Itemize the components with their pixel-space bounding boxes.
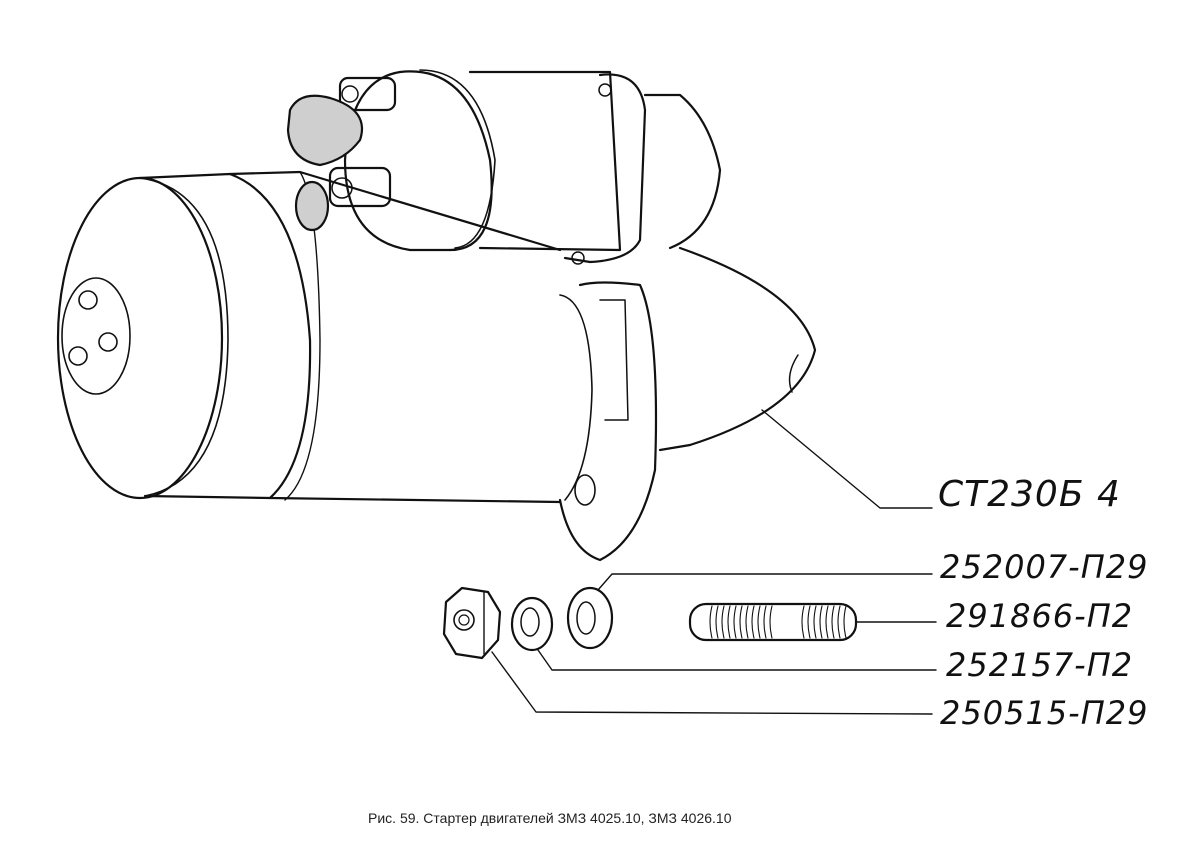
figure-caption: Рис. 59. Стартер двигателей ЗМЗ 4025.10,… bbox=[368, 810, 732, 826]
part-label-nut: 250515-П29 bbox=[940, 694, 1149, 732]
threaded-stud-icon bbox=[688, 602, 858, 642]
leader-lines bbox=[491, 573, 937, 715]
part-label-stud: 291866-П2 bbox=[946, 597, 1134, 635]
drive-housing bbox=[558, 93, 817, 562]
part-label-spring-washer: 252157-П2 bbox=[946, 646, 1134, 684]
leader-assembly bbox=[761, 409, 933, 509]
assembly-label: СТ230Б 4 bbox=[938, 474, 1121, 515]
hex-nut-icon bbox=[442, 586, 502, 660]
solenoid bbox=[328, 69, 647, 265]
end-cap bbox=[56, 176, 229, 500]
terminal-caps bbox=[286, 94, 364, 232]
flat-washer-icon bbox=[566, 586, 614, 650]
motor-housing bbox=[138, 170, 562, 504]
part-label-flat-washer: 252007-П29 bbox=[940, 548, 1149, 586]
spring-washer-icon bbox=[510, 596, 554, 652]
